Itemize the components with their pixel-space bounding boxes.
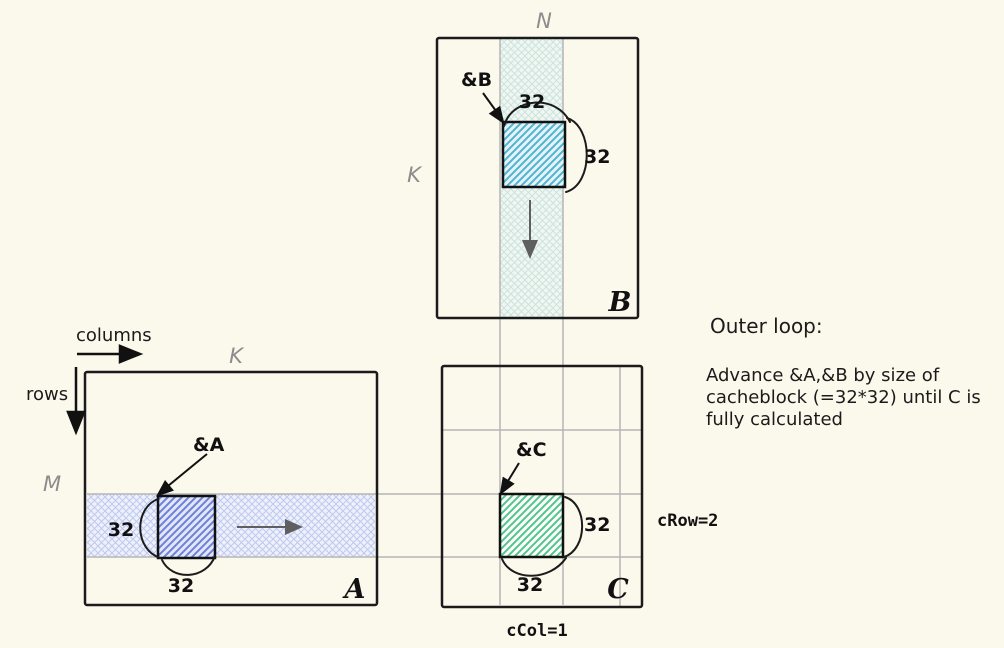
pointer-c-arrowhead-icon [499, 476, 515, 496]
pointer-c-arrow-line [507, 462, 520, 482]
pointer-b-arrowhead-icon [488, 105, 505, 125]
c-row-index-label: cRow=2 [657, 511, 718, 531]
notes-heading: Outer loop: [710, 314, 823, 338]
matrix-c-name-label: C [607, 574, 629, 605]
matrix-a-block-height-label: 32 [108, 519, 134, 541]
matrix-a-outline [83, 370, 379, 607]
a-strip-right-arrowhead-icon [285, 519, 303, 535]
notes-line-2: cacheblock (=32*32) until C is [706, 387, 981, 408]
brace-c-right [563, 496, 584, 558]
brace-a-left [139, 498, 161, 559]
pointer-b-arrow-line [482, 92, 497, 112]
matrix-a-width-dim-label: K [229, 344, 245, 368]
matrix-b-name-label: B [608, 287, 632, 318]
matrix-b-pointer-label: &B [461, 69, 492, 91]
pointer-a-arrow-line [167, 453, 208, 487]
matrix-b-height-dim-label: K [407, 163, 423, 187]
brace-c-bottom [501, 557, 567, 577]
columns-arrowhead-icon [118, 344, 144, 364]
matrix-a-row-strip [87, 494, 375, 557]
matrix-b-cache-block [501, 120, 567, 189]
matrix-a-name-label: A [342, 574, 366, 605]
matrix-c-outline [440, 364, 644, 609]
matrix-b-outline [435, 36, 640, 320]
matrix-a-block-width-label: 32 [168, 575, 194, 597]
matrix-c-cache-block [498, 492, 565, 559]
pointer-a-arrowhead-icon [155, 480, 174, 497]
dimension-braces [139, 101, 588, 577]
brace-b-right [565, 117, 588, 193]
matrix-b-width-dim-label: N [536, 9, 552, 33]
c-col-index-label: cCol=1 [506, 621, 567, 641]
motion-arrows [237, 200, 538, 535]
matrix-a-pointer-label: &A [193, 434, 225, 456]
axis-arrows [66, 344, 144, 436]
columns-axis-label: columns [76, 325, 152, 346]
brace-b-top [503, 101, 571, 127]
notes-line-3: fully calculated [706, 409, 843, 430]
matrix-b-block-width-label: 32 [519, 91, 545, 113]
rows-axis-label: rows [26, 384, 68, 405]
pointer-arrows [155, 92, 520, 497]
matrix-b-block-height-label: 32 [584, 146, 610, 168]
matrix-c-block-height-label: 32 [584, 514, 610, 536]
matrix-c-pointer-label: &C [516, 439, 547, 461]
matrix-c-block-width-label: 32 [517, 574, 543, 596]
matrix-a-height-dim-label: M [43, 472, 61, 496]
brace-a-bottom [161, 555, 216, 576]
notes-line-1: Advance &A,&B by size of [706, 365, 940, 386]
rows-arrowhead-icon [66, 410, 86, 436]
b-strip-down-arrowhead-icon [522, 240, 538, 259]
matrix-a-cache-block [156, 494, 217, 560]
